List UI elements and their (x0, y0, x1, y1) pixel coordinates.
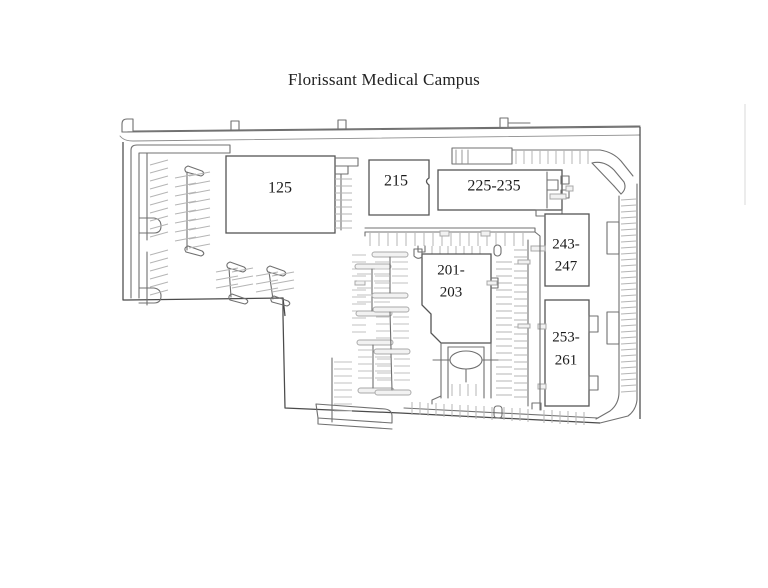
northeast-parking (451, 147, 634, 195)
parking-row-west-a (174, 165, 211, 257)
building-label-201-203-line2: 203 (440, 284, 463, 300)
building-label-215: 215 (384, 173, 408, 190)
south-parking-row (315, 402, 601, 430)
building-label-253-261-line2: 261 (555, 352, 578, 368)
parking-row-west-c (255, 265, 295, 307)
building-243-247[interactable]: 243- 247 (530, 209, 590, 287)
building-label-253-261-line1: 253- (552, 329, 580, 345)
central-parking-lot (331, 227, 541, 423)
building-label-243-247-line1: 243- (552, 236, 580, 252)
building-201-203[interactable]: 201- 203 (413, 248, 499, 344)
east-parking-lot (595, 183, 638, 424)
site-boundary (122, 127, 641, 419)
building-253-261[interactable]: 253- 261 (537, 299, 599, 407)
building-label-243-247-line2: 247 (555, 258, 578, 274)
building-215[interactable]: 215 (368, 159, 430, 216)
north-access-road (119, 117, 641, 142)
parking-row-central-b (331, 357, 352, 423)
drive-island (431, 342, 499, 405)
parking-row-west-b (215, 261, 254, 305)
building-label-125: 125 (268, 180, 292, 197)
building-225-235[interactable]: 225-235 (437, 169, 574, 219)
west-parking-lot (130, 144, 295, 307)
stall-band-west-2 (149, 249, 169, 296)
building-label-225-235: 225-235 (467, 178, 520, 195)
stall-band-west-1 (149, 159, 169, 238)
parking-row-central-d (371, 251, 412, 396)
page-title: Florissant Medical Campus (288, 70, 480, 89)
building-125[interactable]: 125 (225, 155, 359, 234)
building-label-201-203-line1: 201- (437, 262, 465, 278)
